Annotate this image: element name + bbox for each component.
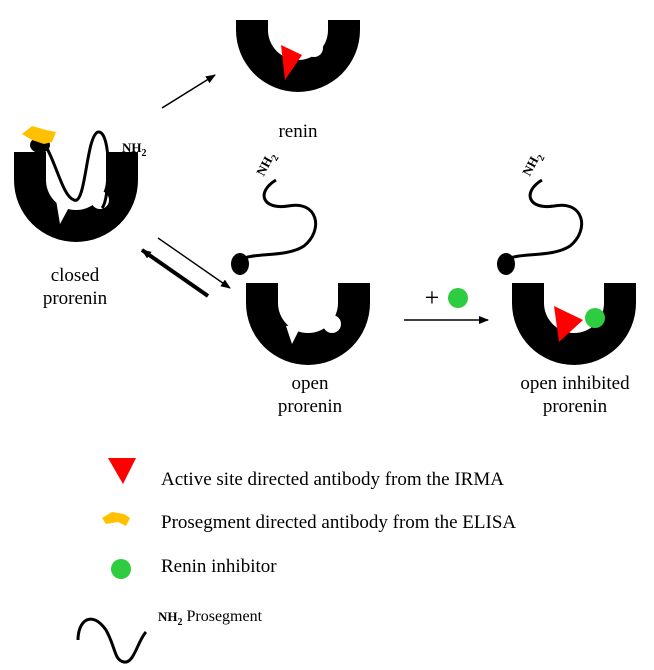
legend-prosegment-antibody: Prosegment directed antibody from the EL… xyxy=(161,512,516,534)
red-triangle-icon xyxy=(108,458,136,484)
closed-prorenin-enzyme xyxy=(14,126,138,242)
legend-active-site: Active site directed antibody from the I… xyxy=(161,469,504,491)
closed-nh2-label: NH2 xyxy=(122,139,147,159)
renin-label: renin xyxy=(258,120,338,143)
inhibited-prorenin-enzyme xyxy=(497,180,636,365)
inhibitor-bound xyxy=(585,308,605,328)
closed-prorenin-label: closed prorenin xyxy=(20,264,130,310)
prosegment-antibody-bound xyxy=(22,126,56,144)
legend-inhibitor: Renin inhibitor xyxy=(161,556,277,578)
legend-prosegment: NH2 Prosegment xyxy=(158,606,262,634)
inhibited-prosegment-chain xyxy=(506,180,582,260)
yellow-chevron-icon xyxy=(102,512,130,526)
prosegment-chain-icon xyxy=(78,619,146,662)
arrow-closed-to-open xyxy=(158,238,230,288)
inhibitor-dot-reaction xyxy=(448,288,468,308)
open-prorenin-enzyme xyxy=(231,180,370,365)
open-prorenin-label: open prorenin xyxy=(255,372,365,418)
open-prosegment-chain xyxy=(240,180,316,260)
inhibited-prorenin-label: open inhibited prorenin xyxy=(500,372,650,418)
plus-sign: + xyxy=(422,286,442,309)
arrow-to-renin xyxy=(162,75,215,108)
green-dot-icon xyxy=(111,559,131,579)
renin-enzyme xyxy=(236,20,360,92)
arrow-open-to-closed xyxy=(142,250,208,296)
